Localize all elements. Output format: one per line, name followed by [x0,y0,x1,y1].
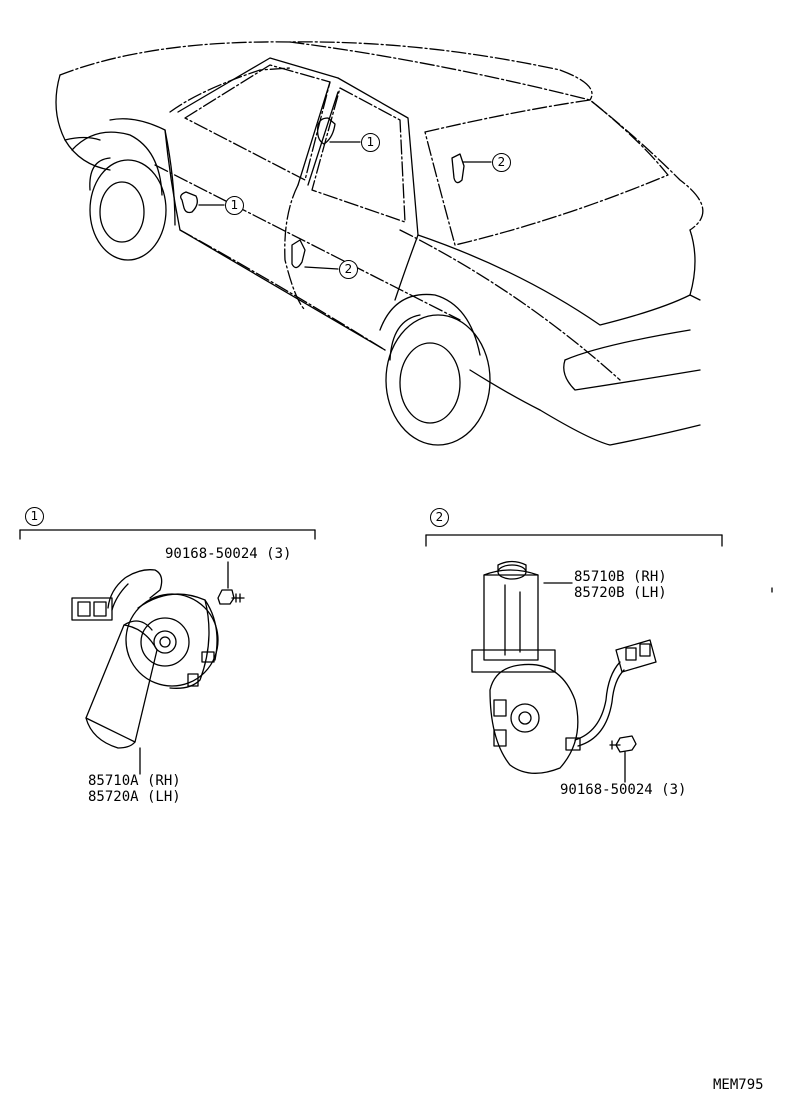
section-2-bracket [425,534,773,593]
callout-1-rear-door: 1 [361,133,380,152]
motor-part-lh-2: 85720B (LH) [574,585,667,601]
car-part-markers [180,117,492,270]
screw-part-number-1: 90168-50024 (3) [165,546,292,562]
callout-1-front-door: 1 [225,196,244,215]
diagram-code: MEM795 [713,1077,764,1093]
motor-part-lh-1: 85720A (LH) [88,789,181,805]
section-2-key: 2 [430,508,449,527]
car-outline [55,41,704,446]
section-1-bracket [19,529,316,540]
callout-2-quarter: 2 [492,153,511,172]
motor-part-rh-1: 85710A (RH) [88,773,181,789]
motor-85710b-drawing [471,560,657,783]
motor-part-rh-2: 85710B (RH) [574,569,667,585]
motor-85710a-drawing [71,561,245,775]
callout-2-rear-door: 2 [339,260,358,279]
section-1-key: 1 [25,507,44,526]
screw-part-number-2: 90168-50024 (3) [560,782,687,798]
